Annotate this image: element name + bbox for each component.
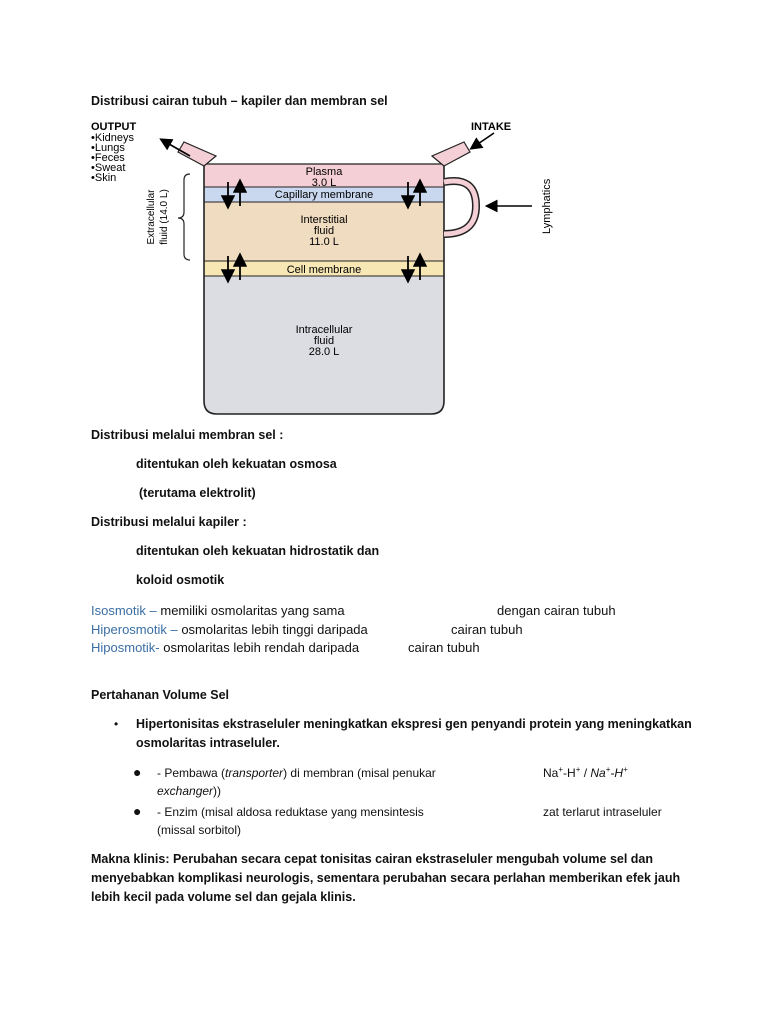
term-separator: – xyxy=(166,622,182,637)
output-arrow xyxy=(159,138,191,157)
membrane-distribution-heading: Distribusi melalui membran sel : xyxy=(91,428,284,442)
clinical-significance-line3: lebih kecil pada volume sel dan gejala k… xyxy=(91,890,356,904)
formula-part-italic: -H xyxy=(610,766,624,780)
bullet1-line1: Hipertonisitas ekstraseluler meningkatka… xyxy=(136,717,692,731)
capillary-exchange-arrows xyxy=(220,178,428,210)
interstitial-label: Interstitial xyxy=(300,214,347,226)
capillary-distribution-heading: Distribusi melalui kapiler : xyxy=(91,515,247,529)
formula-part: / xyxy=(580,766,591,780)
term-hiperosmotik: Hiperosmotik – osmolaritas lebih tinggi … xyxy=(91,622,368,637)
plasma-layer xyxy=(204,164,444,187)
sub-bullet-dot: ● xyxy=(133,803,142,819)
text-part-italic: transporter xyxy=(225,766,284,780)
cell-membrane-exchange-arrows xyxy=(220,252,428,284)
term-isosmotik: Isosmotik – memiliki osmolaritas yang sa… xyxy=(91,603,345,618)
term-hiposmotik-tail: cairan tubuh xyxy=(408,640,480,655)
intracellular-volume: 28.0 L xyxy=(309,346,340,358)
sub-bullet2-line1-tail: zat terlarut intraseluler xyxy=(543,805,662,819)
fluid-distribution-diagram: OUTPUT •Kidneys •Lungs •Feces •Sweat •Sk… xyxy=(91,121,553,415)
membrane-distribution-line2: (terutama elektrolit) xyxy=(139,486,256,500)
text-part: - Pembawa ( xyxy=(157,766,226,780)
intake-arrow xyxy=(469,132,495,150)
term-name: Hiperosmotik xyxy=(91,622,167,637)
page-heading: Distribusi cairan tubuh – kapiler dan me… xyxy=(91,94,388,108)
plasma-label: Plasma xyxy=(306,166,344,178)
extracellular-volume-label: fluid (14.0 L) xyxy=(159,189,170,245)
cell-volume-heading: Pertahanan Volume Sel xyxy=(91,688,230,702)
term-definition: osmolaritas lebih rendah daripada xyxy=(163,640,360,655)
cell-membrane-layer xyxy=(204,261,444,276)
interstitial-volume: 11.0 L xyxy=(309,236,339,248)
formula-part-italic: Na xyxy=(590,766,606,780)
text-part: )) xyxy=(213,784,222,798)
output-item: •Lungs xyxy=(91,142,125,154)
capillary-distribution-line1: ditentukan oleh kekuatan hidrostatik dan xyxy=(136,544,380,558)
superscript: + xyxy=(575,765,581,774)
intracellular-label-2: fluid xyxy=(314,335,334,347)
intake-label: INTAKE xyxy=(471,121,511,133)
membrane-distribution-line1: ditentukan oleh kekuatan osmosa xyxy=(136,457,337,471)
superscript: + xyxy=(623,765,628,774)
cell-membrane-label: Cell membrane xyxy=(287,264,362,276)
sub-bullet2-line1: - Enzim (misal aldosa reduktase yang men… xyxy=(157,805,424,819)
text-part-italic: exchanger xyxy=(157,784,214,798)
formula-part: -H xyxy=(563,766,576,780)
bullet1-line2: osmolaritas intraseluler. xyxy=(136,736,280,750)
term-definition: memiliki osmolaritas yang sama xyxy=(160,603,345,618)
term-name: Hiposmotik- xyxy=(91,640,160,655)
interstitial-label-2: fluid xyxy=(314,225,334,237)
extracellular-brace xyxy=(177,173,191,261)
intake-spout xyxy=(430,141,471,167)
term-definition: osmolaritas lebih tinggi daripada xyxy=(181,622,368,637)
lymphatics-label: Lymphatics xyxy=(541,178,553,234)
extracellular-label: Extracellular xyxy=(146,189,157,245)
intracellular-layer xyxy=(204,276,444,414)
bullet-dot: • xyxy=(114,717,119,731)
clinical-significance-line1: Makna klinis: Perubahan secara cepat ton… xyxy=(91,852,654,866)
output-item: •Sweat xyxy=(91,162,125,174)
capillary-membrane-label: Capillary membrane xyxy=(275,189,373,201)
sub-bullet1-line2: exchanger)) xyxy=(157,784,221,798)
sub-bullet2-line2: (missal sorbitol) xyxy=(157,823,242,837)
clinical-significance-line2: menyebabkan komplikasi neurologis, semen… xyxy=(91,871,681,885)
sub-bullet1-line1: - Pembawa (transporter) di membran (misa… xyxy=(157,766,436,780)
plasma-volume: 3.0 L xyxy=(312,177,336,189)
term-separator: – xyxy=(145,603,161,618)
term-hiposmotik: Hiposmotik- osmolaritas lebih rendah dar… xyxy=(91,640,359,655)
capillary-layer xyxy=(204,187,444,202)
superscript: + xyxy=(605,765,611,774)
text-part: ) di membran (misal penukar xyxy=(283,766,436,780)
term-isosmotik-tail: dengan cairan tubuh xyxy=(497,603,616,618)
capillary-distribution-line2: koloid osmotik xyxy=(136,573,225,587)
output-item: •Kidneys xyxy=(91,132,134,144)
output-item: •Skin xyxy=(91,172,116,184)
sub-bullet1-formula: Na+-H+ / Na+-H+ xyxy=(543,765,628,781)
output-item: •Feces xyxy=(91,152,125,164)
term-name: Isosmotik xyxy=(91,603,146,618)
superscript: + xyxy=(558,765,564,774)
term-hiperosmotik-tail: cairan tubuh xyxy=(451,622,523,637)
output-spout xyxy=(177,141,218,167)
sub-bullet-dot: ● xyxy=(133,764,142,780)
formula-part: Na xyxy=(543,766,559,780)
interstitial-layer xyxy=(204,202,444,261)
intracellular-label: Intracellular xyxy=(296,324,353,336)
output-label: OUTPUT xyxy=(91,121,137,133)
